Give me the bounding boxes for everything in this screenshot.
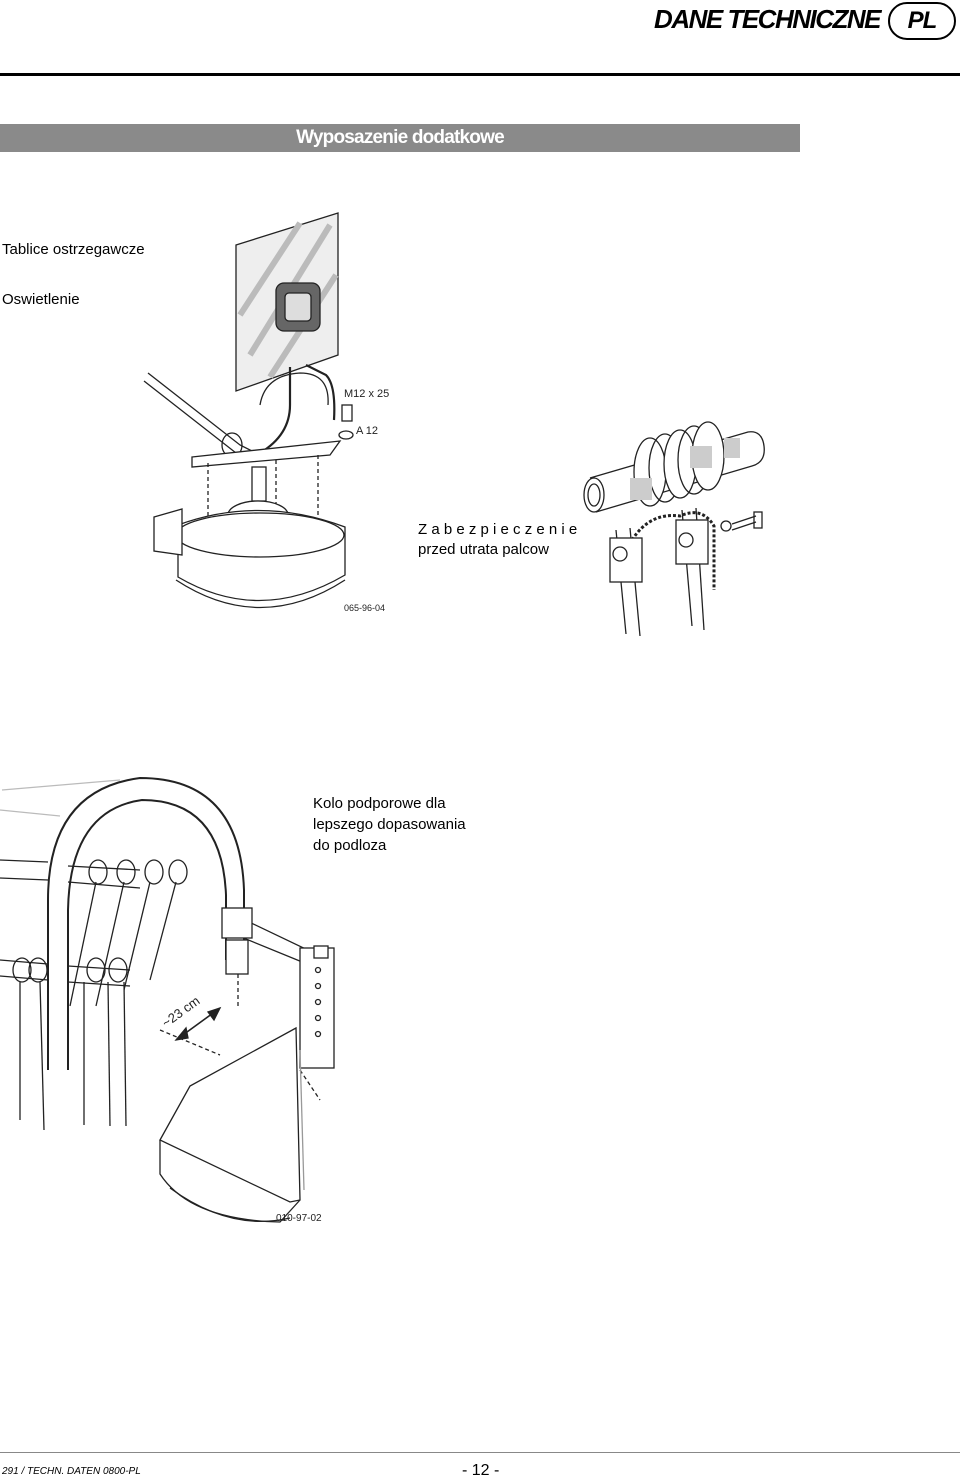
wheel-figure-code: 010-97-02 [276, 1213, 322, 1224]
lamp-figure-code: 065-96-04 [344, 603, 385, 613]
warning-plate-lamp-illustration: M12 x 25 A 12 065-96-04 [143, 212, 389, 613]
page-number: - 12 - [462, 1462, 500, 1479]
section-title-bar: Wyposazenie dodatkowe [0, 124, 800, 152]
footer-doc-reference: 291 / TECHN. DATEN 0800-PL [2, 1466, 141, 1477]
language-badge: PL [888, 2, 956, 40]
washer-spec-label: A 12 [356, 425, 378, 437]
header-divider [0, 73, 960, 76]
lighting-label: Oswietlenie [2, 291, 80, 308]
support-wheel-label-line3: do podloza [313, 837, 387, 854]
finger-guard-label-line2: przed utrata palcow [418, 541, 549, 558]
finger-guard-illustration [583, 421, 765, 637]
bolt-spec-label: M12 x 25 [344, 388, 389, 400]
finger-guard-label-line1: Z a b e z p i e c z e n i e [418, 521, 578, 538]
support-wheel-label-line2: lepszego dopasowania [313, 816, 466, 833]
support-wheel-label-line1: Kolo podporowe dla [313, 795, 446, 812]
footer-divider [0, 1452, 960, 1453]
support-wheel-illustration: ~23 cm 010-97-02 [0, 776, 335, 1224]
page-header-title: DANE TECHNICZNE [654, 4, 881, 34]
warning-plates-label: Tablice ostrzegawcze [2, 241, 145, 258]
